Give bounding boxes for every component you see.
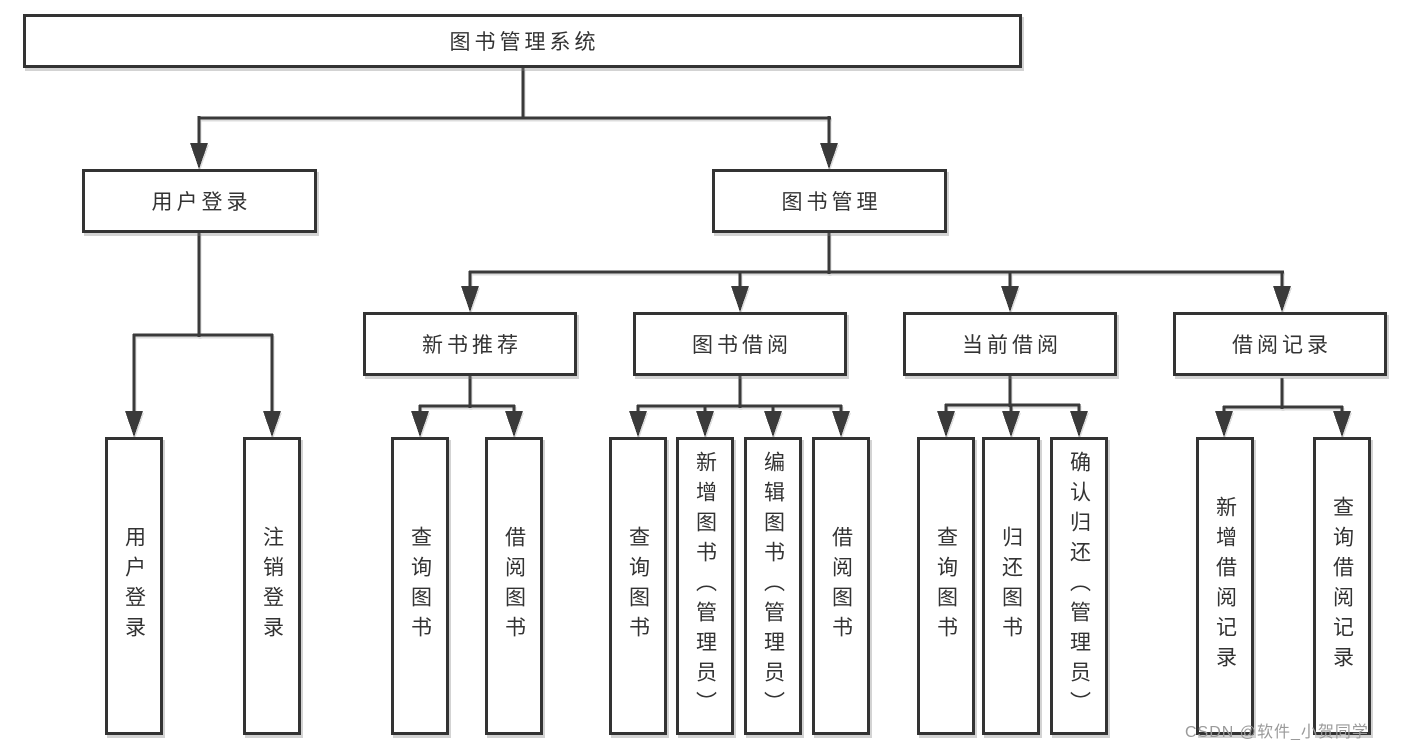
- node-label: 当前借阅: [962, 334, 1062, 357]
- leaf-borrow-books-2: 借阅图书: [812, 437, 870, 735]
- node-label: 编辑图书（管理员）: [761, 451, 785, 721]
- leaf-return-books: 归还图书: [982, 437, 1040, 735]
- node-label: 新书推荐: [422, 334, 522, 357]
- node-label: 新增借阅记录: [1213, 496, 1237, 676]
- node-label: 借阅记录: [1232, 334, 1332, 357]
- leaf-query-books-3: 查询图书: [917, 437, 975, 735]
- leaf-query-books-1: 查询图书: [391, 437, 449, 735]
- leaf-add-borrow-record: 新增借阅记录: [1196, 437, 1254, 735]
- leaf-user-login: 用户登录: [105, 437, 163, 735]
- node-label: 新增图书（管理员）: [693, 451, 717, 721]
- node-label: 用户登录: [122, 526, 146, 646]
- leaf-add-books-admin: 新增图书（管理员）: [676, 437, 734, 735]
- leaf-query-borrow-record: 查询借阅记录: [1313, 437, 1371, 735]
- node-label: 图书管理系统: [449, 31, 600, 54]
- leaf-borrow-books-1: 借阅图书: [485, 437, 543, 735]
- node-label: 借阅图书: [502, 526, 526, 646]
- node-label: 归还图书: [999, 526, 1023, 646]
- leaf-edit-books-admin: 编辑图书（管理员）: [744, 437, 802, 735]
- node-book-borrowing: 图书借阅: [633, 312, 847, 376]
- node-book-management: 图书管理: [712, 169, 947, 233]
- leaf-query-books-2: 查询图书: [609, 437, 667, 735]
- leaf-confirm-return-admin: 确认归还（管理员）: [1050, 437, 1108, 735]
- node-label: 借阅图书: [829, 526, 853, 646]
- node-root-library-management-system: 图书管理系统: [23, 14, 1022, 68]
- node-label: 查询借阅记录: [1330, 496, 1354, 676]
- node-label: 用户登录: [151, 191, 252, 214]
- node-borrowing-records: 借阅记录: [1173, 312, 1387, 376]
- node-label: 确认归还（管理员）: [1067, 451, 1091, 721]
- node-new-book-recommendation: 新书推荐: [363, 312, 577, 376]
- node-label: 图书借阅: [692, 334, 792, 357]
- node-label: 查询图书: [626, 526, 650, 646]
- node-label: 查询图书: [408, 526, 432, 646]
- node-label: 查询图书: [934, 526, 958, 646]
- leaf-logout: 注销登录: [243, 437, 301, 735]
- node-user-login: 用户登录: [82, 169, 317, 233]
- node-label: 图书管理: [781, 191, 882, 214]
- node-label: 注销登录: [260, 526, 284, 646]
- csdn-watermark: CSDN @软件_小贺同学: [1185, 724, 1369, 741]
- node-current-borrowing: 当前借阅: [903, 312, 1117, 376]
